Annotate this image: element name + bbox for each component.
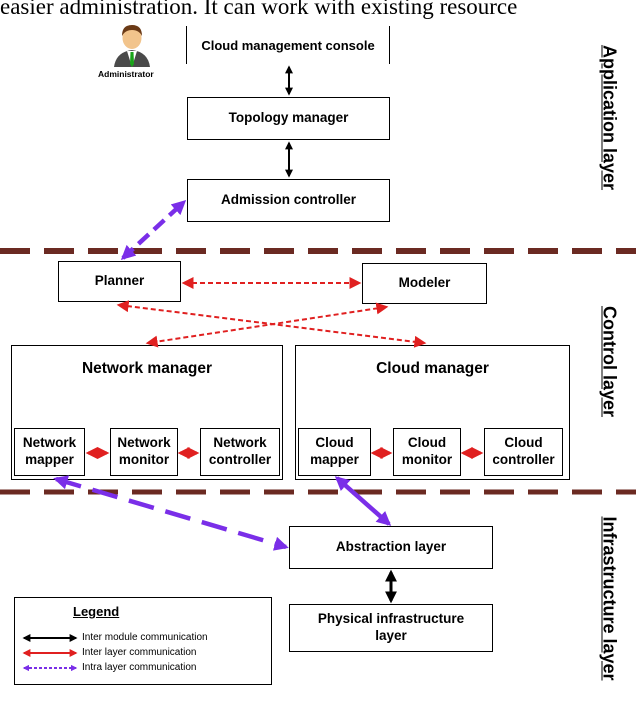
network-monitor-label: Network monitor xyxy=(117,435,171,467)
network-controller-box: Network controller xyxy=(200,428,280,476)
cloud-management-console-label: Cloud management console xyxy=(201,37,375,53)
arrow-admission-planner xyxy=(120,200,187,260)
administrator-label: Administrator xyxy=(98,69,154,79)
modeler-label: Modeler xyxy=(398,275,451,291)
legend-label-inter-module: Inter module communication xyxy=(82,632,208,643)
admission-controller-box: Admission controller xyxy=(187,179,390,222)
connectors xyxy=(0,65,636,672)
topology-manager-box: Topology manager xyxy=(187,97,390,140)
physical-infrastructure-box: Physical infrastructure layer xyxy=(289,604,493,652)
network-mapper-box: Network mapper xyxy=(14,428,85,476)
modeler-box: Modeler xyxy=(362,263,487,304)
cloud-mapper-box: Cloud mapper xyxy=(298,428,371,476)
cloud-manager-title: Cloud manager xyxy=(376,360,489,377)
legend-box: Legend xyxy=(14,597,272,685)
cloud-controller-label: Cloud controller xyxy=(492,435,555,467)
planner-box: Planner xyxy=(58,261,181,302)
admission-controller-label: Admission controller xyxy=(220,192,357,208)
legend-title: Legend xyxy=(73,604,120,619)
cloud-mapper-label: Cloud mapper xyxy=(310,435,359,467)
network-manager-title: Network manager xyxy=(81,360,213,377)
arrow-cloudmapper-abstraction xyxy=(334,476,392,526)
legend-label-intra-layer: Intra layer communication xyxy=(82,662,197,673)
network-mapper-label: Network mapper xyxy=(22,435,77,467)
cloud-management-console: Cloud management console xyxy=(186,26,390,64)
legend-label-inter-layer: Inter layer communication xyxy=(82,647,197,658)
application-layer-label: Application layer xyxy=(599,44,620,191)
network-monitor-box: Network monitor xyxy=(110,428,178,476)
abstraction-layer-box: Abstraction layer xyxy=(289,526,493,569)
physical-infrastructure-label: Physical infrastructure layer xyxy=(317,611,465,643)
arrow-mapper-abstraction xyxy=(53,475,289,551)
planner-label: Planner xyxy=(94,273,145,289)
control-layer-label: Control layer xyxy=(599,305,620,418)
cloud-controller-box: Cloud controller xyxy=(484,428,563,476)
arrow-modeler-networkmanager xyxy=(145,302,389,348)
infrastructure-layer-label: Infrastructure layer xyxy=(599,516,620,681)
administrator-icon xyxy=(108,20,156,68)
cloud-monitor-label: Cloud monitor xyxy=(401,435,453,467)
abstraction-layer-label: Abstraction layer xyxy=(335,539,447,555)
header-text: easier administration. It can work with … xyxy=(0,0,518,19)
cloud-monitor-box: Cloud monitor xyxy=(393,428,461,476)
network-controller-label: Network controller xyxy=(208,435,272,467)
topology-manager-label: Topology manager xyxy=(228,110,349,126)
